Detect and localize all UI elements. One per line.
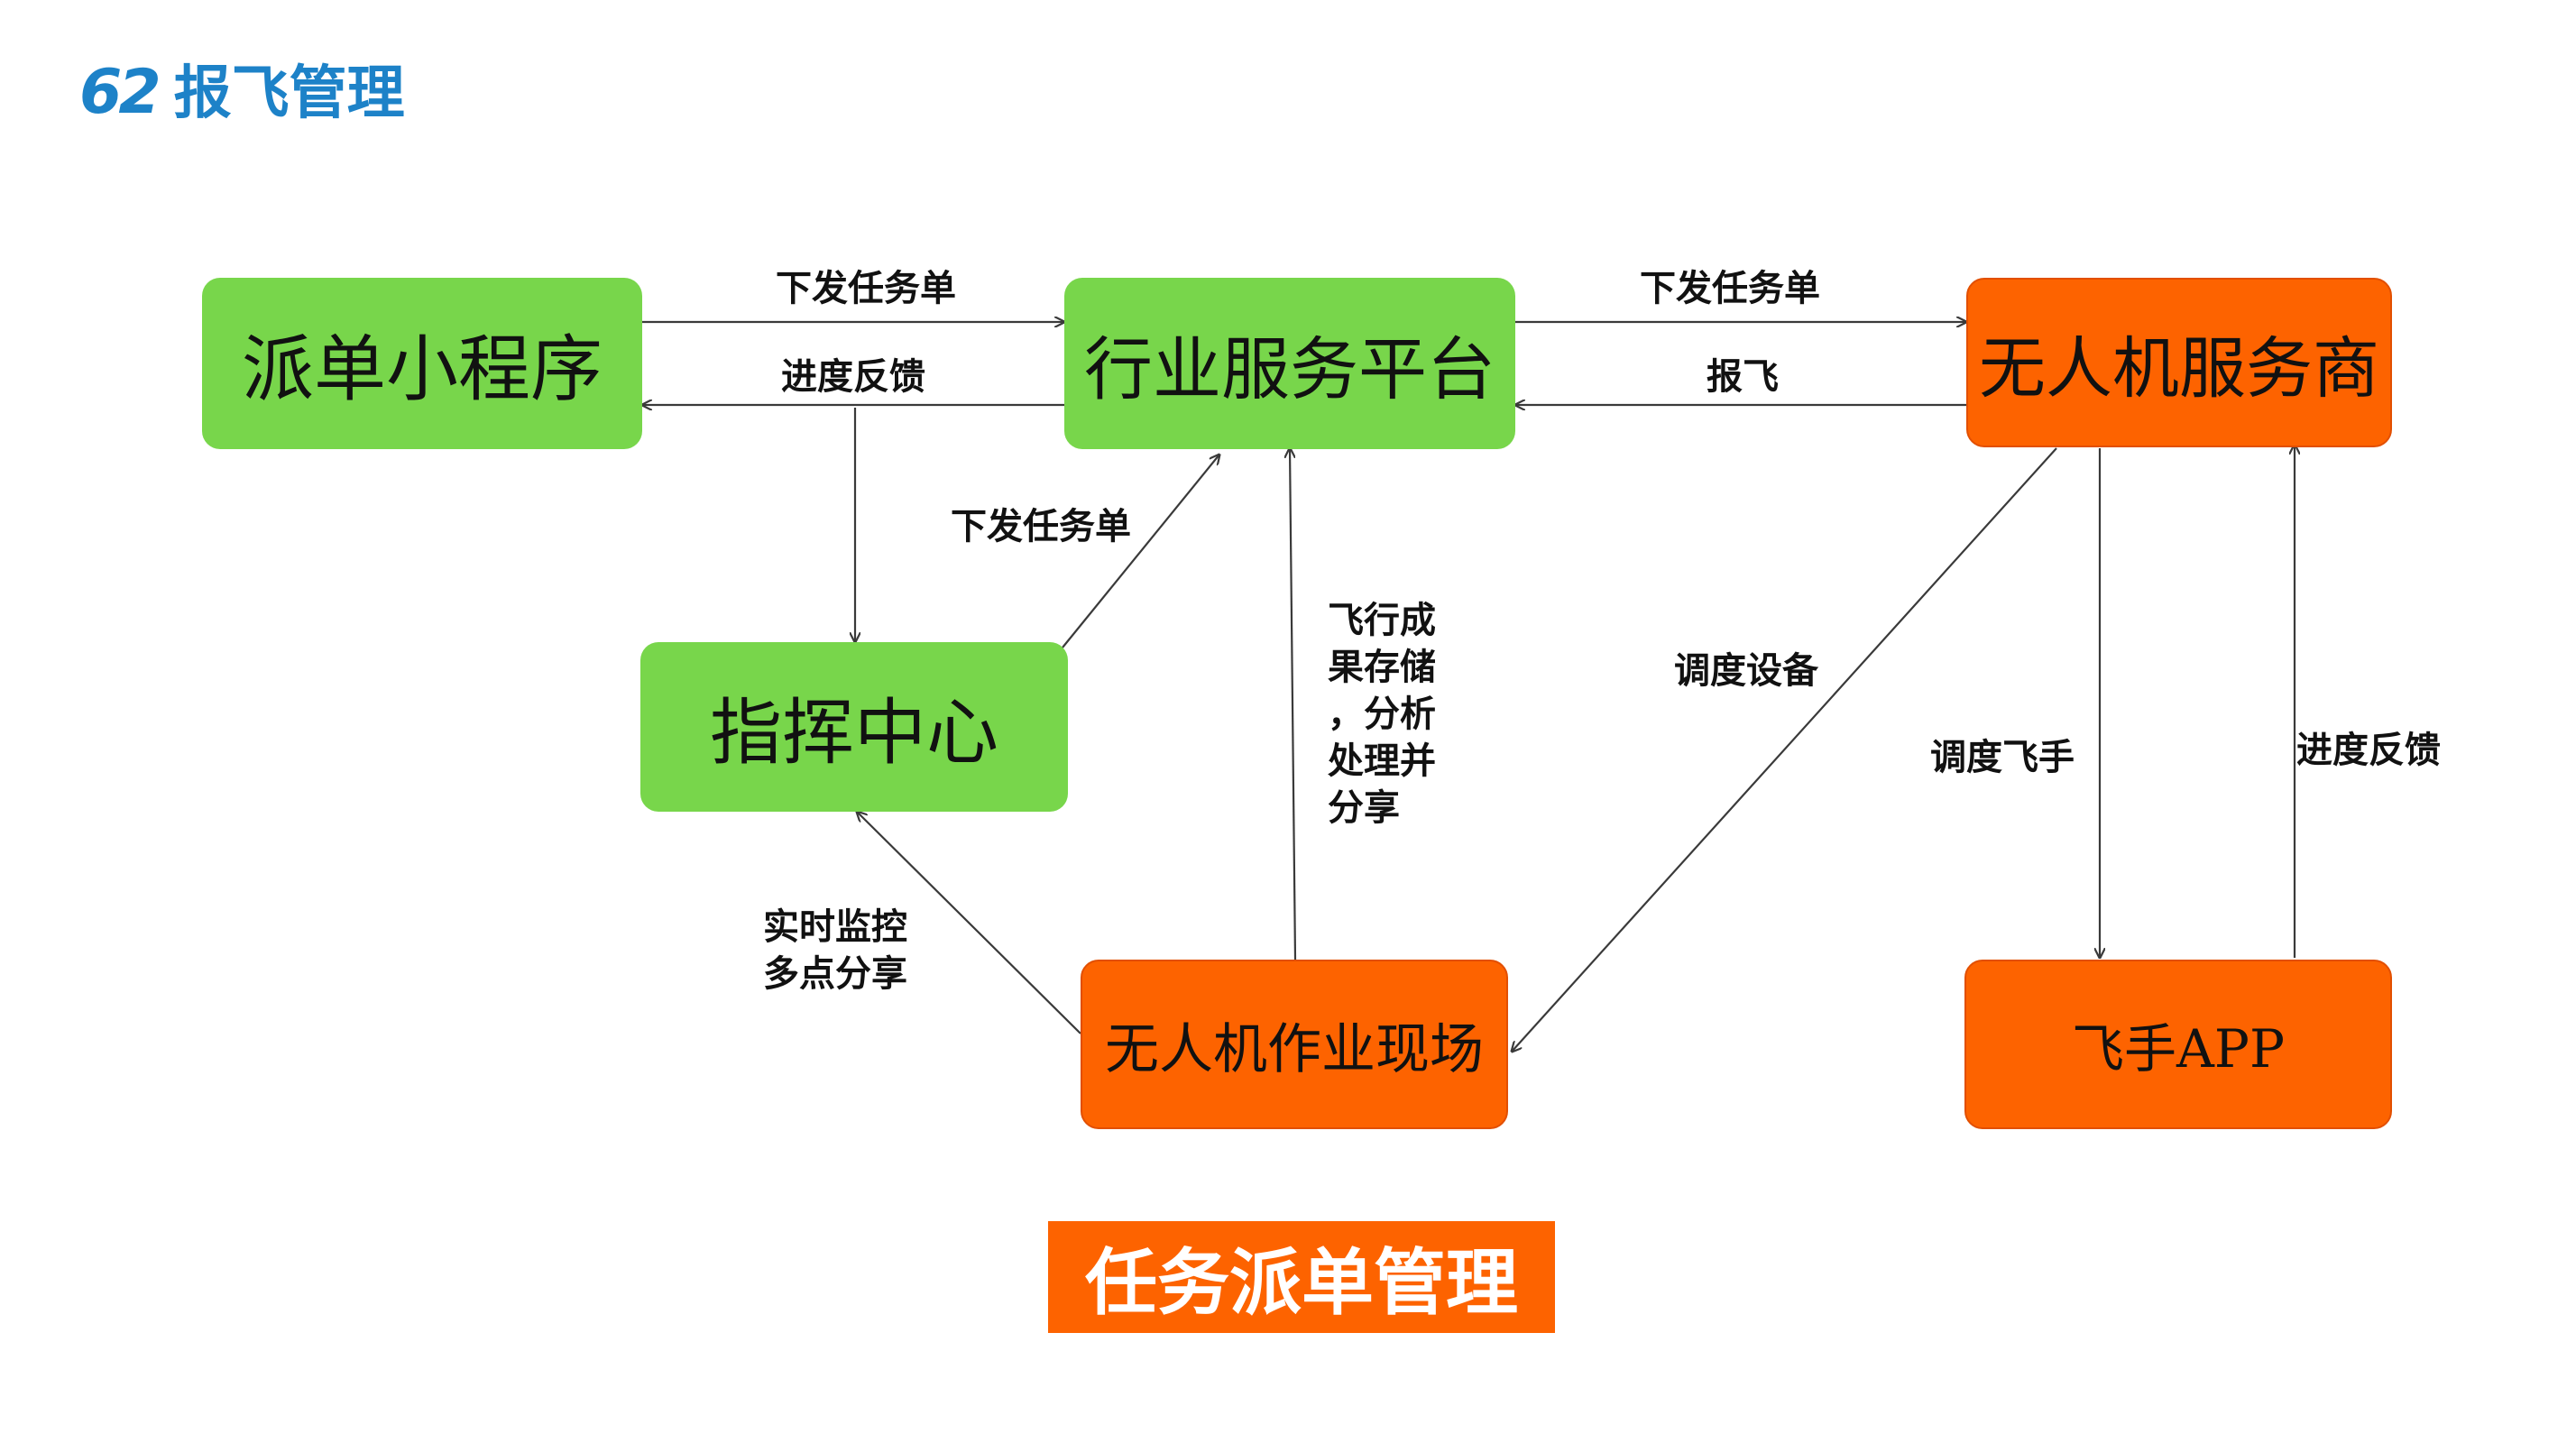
edge-command-to-platform (1062, 455, 1219, 648)
label-worksite-to-platform: 飞行成 果存储 ，分析 处理并 分享 (1328, 600, 1436, 829)
label-mini-to-platform: 下发任务单 (776, 268, 956, 309)
label-command-to-platform: 下发任务单 (951, 506, 1131, 547)
label-provider-to-platform: 报飞 (1707, 356, 1779, 398)
edge-provider-to-worksite (1512, 447, 2057, 1052)
node-uav-provider: 无人机服务商 (1966, 278, 2392, 447)
node-uav-worksite: 无人机作业现场 (1081, 960, 1508, 1129)
label-provider-to-worksite: 调度设备 (1674, 650, 1818, 692)
slide-number: 62 (79, 57, 161, 128)
label-pilot-to-provider: 进度反馈 (2296, 730, 2441, 771)
slide-title: 报飞管理 (173, 60, 405, 127)
label-platform-to-provider: 下发任务单 (1640, 268, 1820, 309)
edge-worksite-to-command (857, 812, 1081, 1034)
footer-title-banner: 任务派单管理 (1048, 1221, 1555, 1333)
node-pilot-app: 飞手APP (1964, 960, 2392, 1129)
slide-header: 62 报飞管理 (79, 47, 405, 130)
node-dispatch-miniprogram: 派单小程序 (202, 278, 642, 449)
label-provider-to-pilot: 调度飞手 (1930, 737, 2075, 778)
node-industry-platform: 行业服务平台 (1064, 278, 1515, 449)
label-worksite-to-command: 实时监控 多点分享 (763, 906, 907, 995)
edge-worksite-to-platform (1290, 448, 1297, 960)
node-command-center: 指挥中心 (640, 642, 1068, 812)
label-platform-to-mini: 进度反馈 (781, 356, 925, 398)
